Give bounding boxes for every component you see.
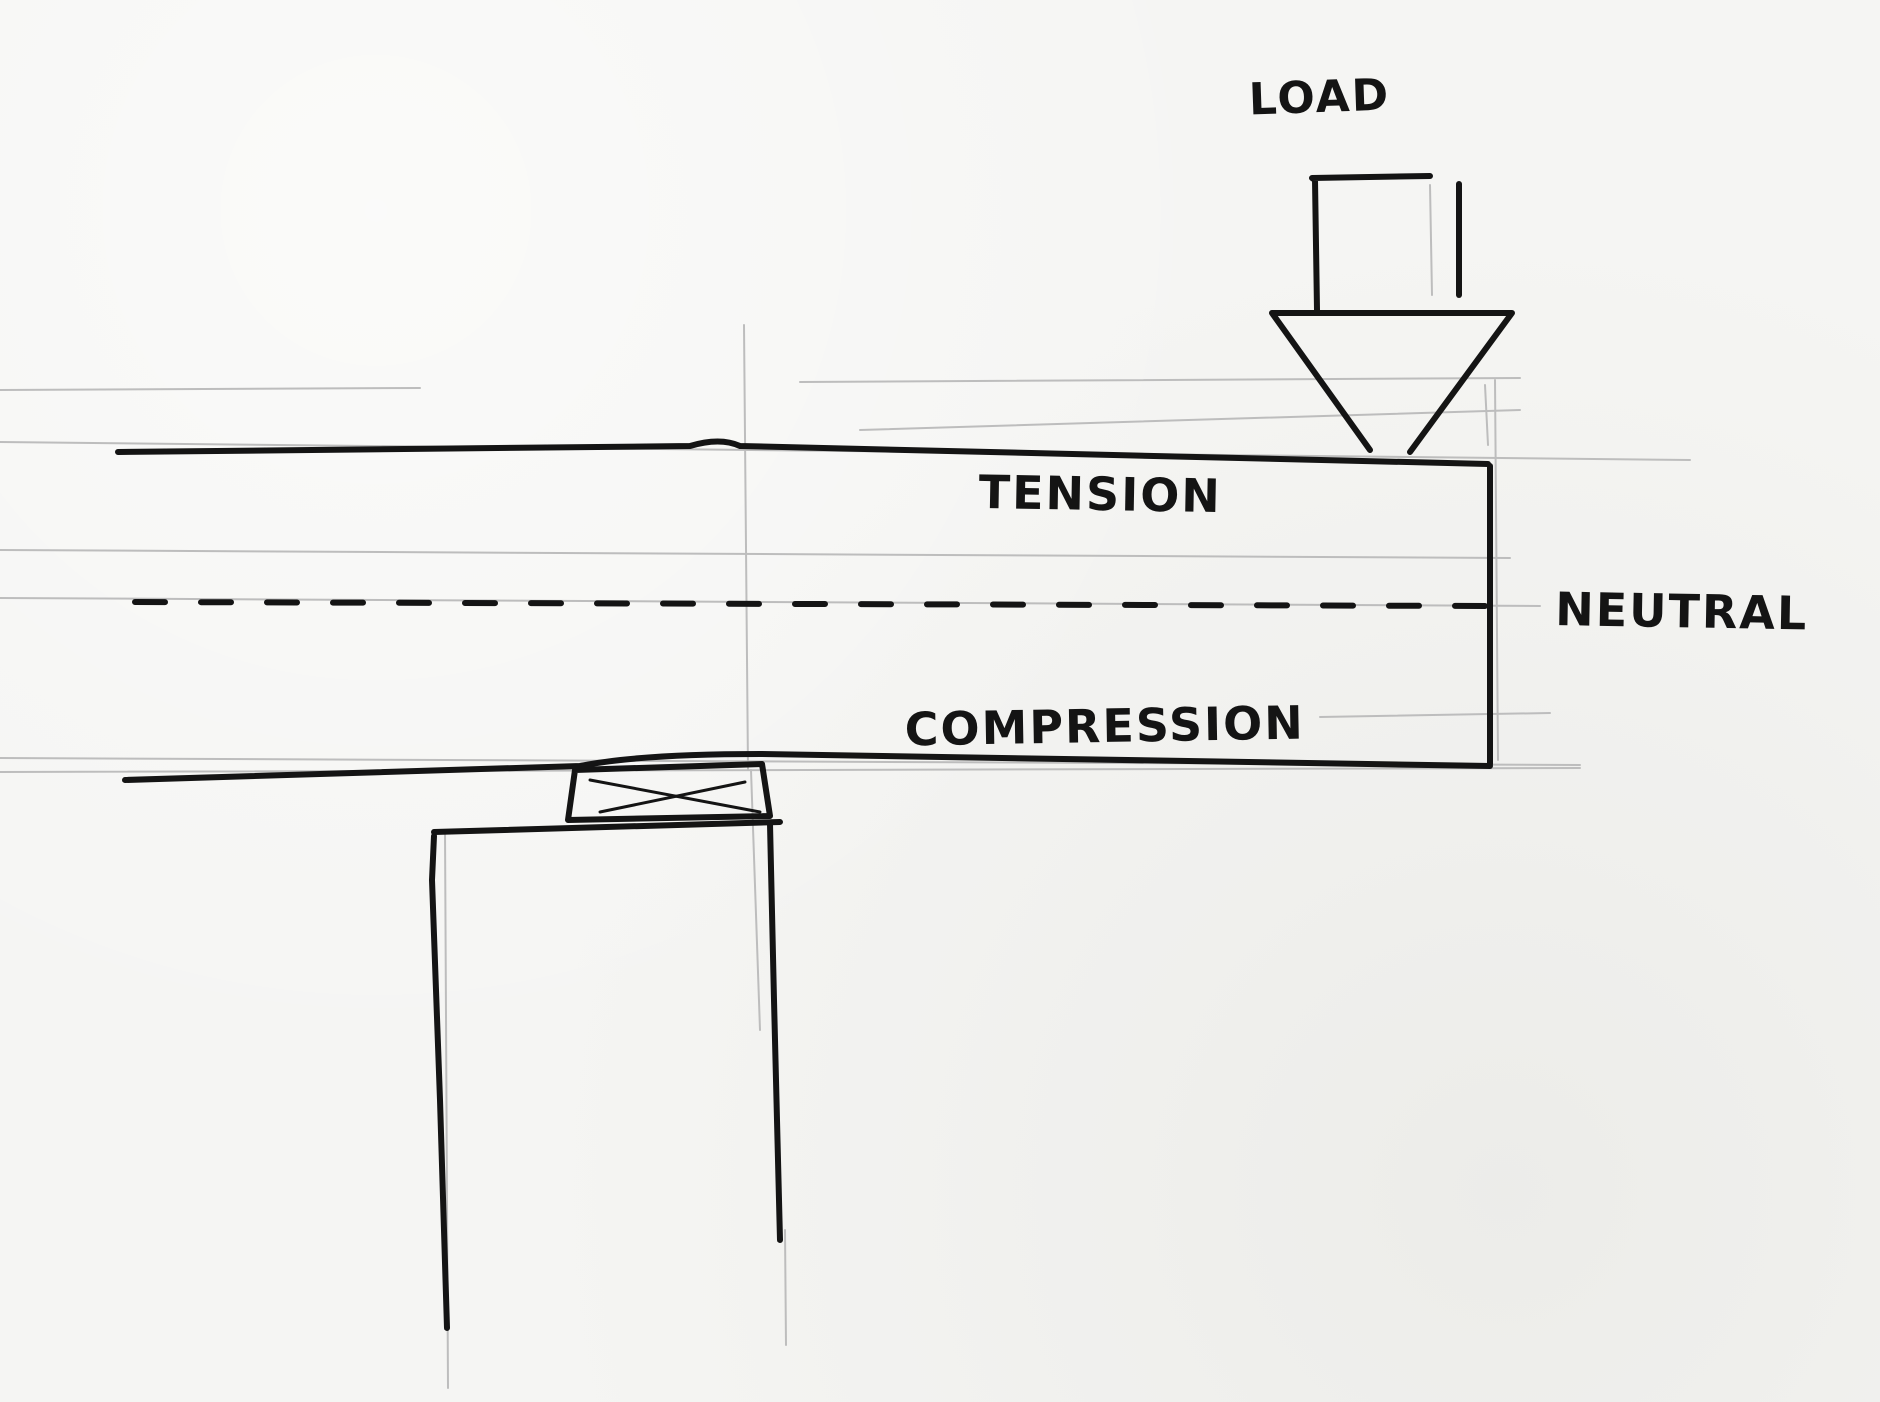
label-compression: COMPRESSION (904, 696, 1305, 757)
support-left-edge (429, 833, 450, 1331)
load-arrow-head (1269, 310, 1515, 455)
load-arrow-shaft (1309, 173, 1433, 313)
guide-line-vertical-b (750, 769, 761, 1031)
label-tension: TENSION (978, 465, 1222, 523)
support-top-edge (431, 819, 783, 835)
guide-line-faint-3 (859, 409, 1521, 431)
neutral-axis-line (132, 599, 1493, 609)
guide-arrow-ghost (1429, 184, 1433, 296)
guide-line-faint-2 (799, 377, 1521, 383)
support-right-edge (767, 821, 783, 1243)
support (429, 761, 783, 1331)
beam-bottom-edge (122, 751, 1493, 783)
guide-line-bottom (0, 767, 1581, 773)
guide-line-upper (0, 549, 1511, 559)
beam-top-edge (115, 438, 1491, 467)
bearing-pad (565, 761, 773, 823)
bearing-pad-cross-b (598, 780, 747, 814)
load-arrow-icon (1269, 173, 1515, 455)
label-load: LOAD (1248, 70, 1391, 126)
guide-line-faint-1 (0, 387, 421, 391)
guide-line-faint-4 (1319, 712, 1551, 718)
guide-line-vertical-e (1494, 379, 1499, 761)
guide-line-vertical-f (1484, 384, 1489, 446)
beam (115, 438, 1493, 783)
guide-line-vertical-d (784, 1229, 787, 1346)
label-neutral: NEUTRAL (1555, 582, 1809, 640)
guide-line-vertical-a (743, 324, 749, 771)
pencil-guides (0, 184, 1691, 1389)
